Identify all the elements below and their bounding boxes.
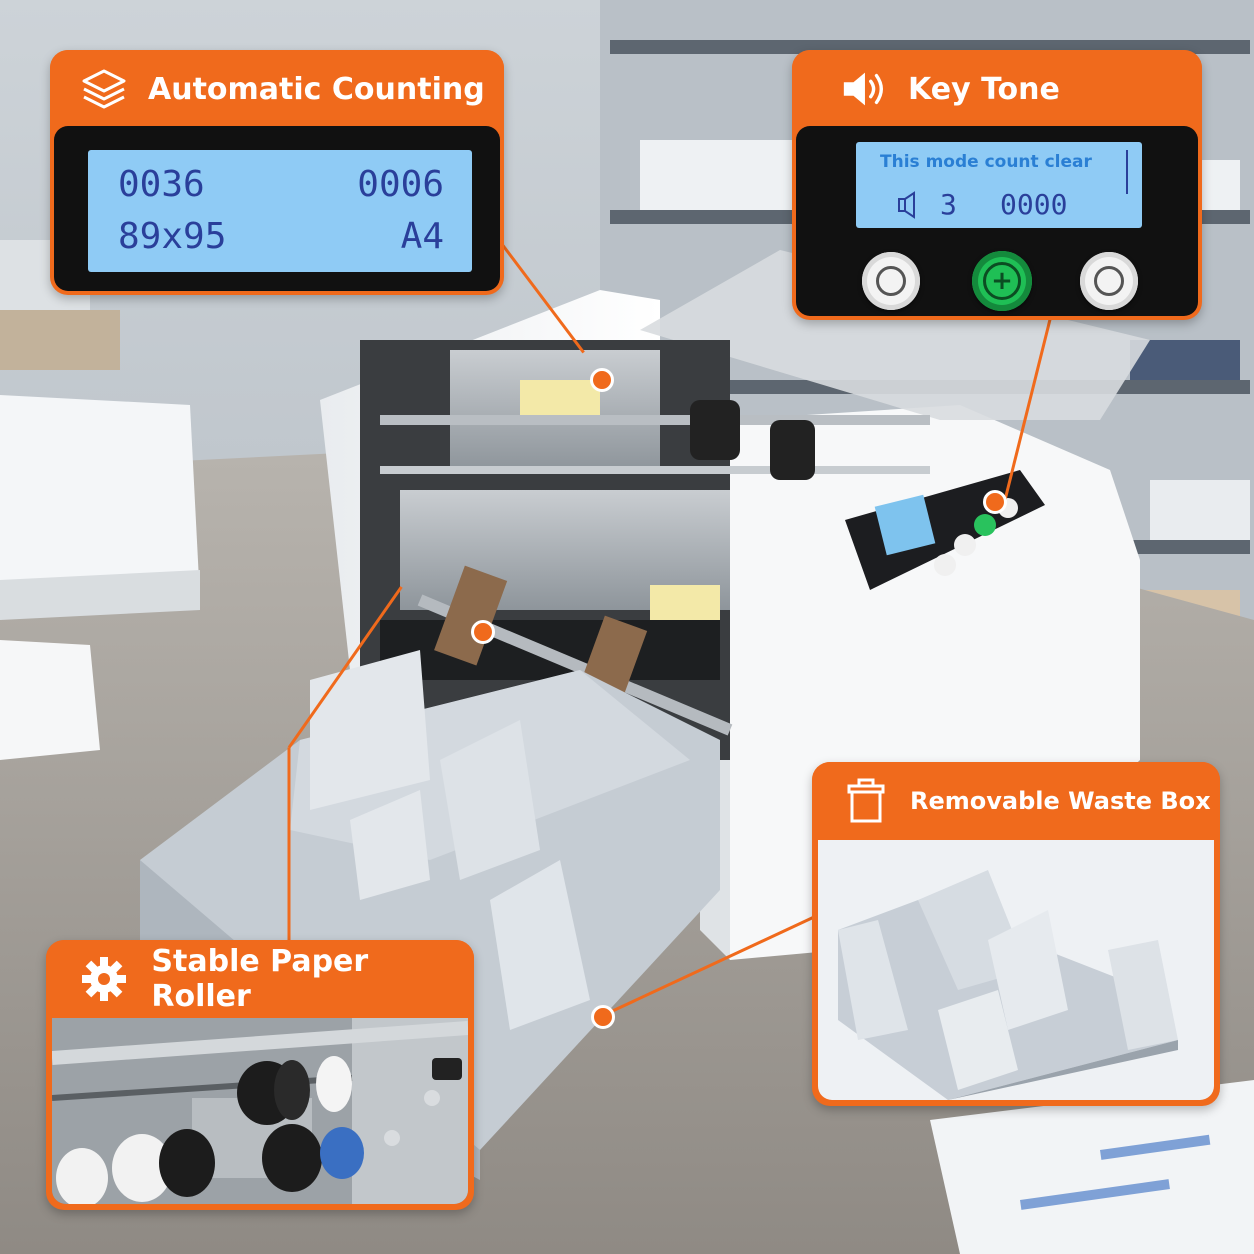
roller-photo: [52, 1018, 468, 1204]
right-button[interactable]: [1080, 252, 1138, 310]
plus-icon: +: [983, 262, 1021, 300]
callout-header: Stable Paper Roller: [46, 940, 474, 1018]
lcd-bottom-left: 89x95: [118, 216, 227, 257]
lcd-mode-value: 3: [940, 188, 957, 221]
callout-title: Automatic Counting: [148, 71, 485, 107]
callout-title: Key Tone: [908, 71, 1060, 107]
left-button[interactable]: [862, 252, 920, 310]
lcd-line-1: This mode count clear: [880, 152, 1092, 172]
roller-illustration: [52, 1018, 468, 1204]
lcd-cursor: [1126, 150, 1128, 194]
lcd-screen: 0036 0006 89x95 A4: [88, 150, 472, 272]
confirm-plus-button[interactable]: +: [972, 251, 1032, 311]
callout-header: Key Tone: [792, 50, 1202, 128]
callout-title: Removable Waste Box: [910, 787, 1211, 815]
stacked-layers-icon: [80, 65, 128, 113]
callout-key-tone: Key Tone This mode count clear 3 0000 +: [792, 50, 1202, 320]
lcd-panel: 0036 0006 89x95 A4: [54, 126, 500, 291]
callout-automatic-counting: Automatic Counting 0036 0006 89x95 A4: [50, 50, 504, 295]
waste-box-photo: [818, 840, 1214, 1100]
callout-removable-waste-box: Removable Waste Box: [812, 762, 1220, 1106]
lcd-speaker-icon: [896, 190, 920, 224]
callout-header: Automatic Counting: [50, 50, 504, 128]
waste-box-illustration: [838, 870, 1178, 1100]
gear-icon: [80, 955, 127, 1003]
lcd-top-right: 0006: [357, 164, 444, 205]
lcd-screen: This mode count clear 3 0000: [856, 142, 1142, 228]
lcd-count-value: 0000: [1000, 188, 1068, 221]
trash-bin-icon: [842, 777, 890, 825]
callout-header: Removable Waste Box: [812, 762, 1220, 840]
callout-title: Stable Paper Roller: [151, 944, 369, 1014]
lcd-bottom-right: A4: [400, 216, 444, 257]
speaker-icon: [840, 65, 888, 113]
control-panel: This mode count clear 3 0000 +: [796, 126, 1198, 316]
lcd-top-left: 0036: [118, 164, 205, 205]
callout-stable-paper-roller: Stable Paper Roller: [46, 940, 474, 1210]
